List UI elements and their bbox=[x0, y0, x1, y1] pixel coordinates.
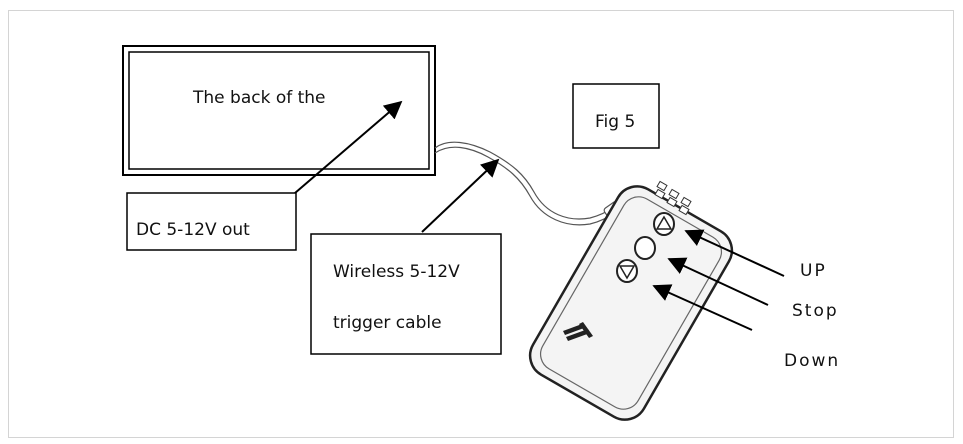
trigger-cable-label-line1: Wireless 5-12V bbox=[333, 262, 460, 282]
figure-label-box bbox=[572, 83, 660, 149]
remote-up-button[interactable] bbox=[653, 212, 675, 236]
trigger-cable-box bbox=[310, 233, 502, 355]
indicator-lights bbox=[654, 180, 692, 216]
figure-label: Fig 5 bbox=[595, 112, 636, 132]
remote-stop-button[interactable] bbox=[634, 236, 656, 260]
trigger-cable bbox=[434, 141, 619, 226]
dc-output-box bbox=[126, 192, 297, 251]
down-pointer-arrow bbox=[652, 284, 753, 331]
remote-down-button[interactable] bbox=[616, 259, 638, 283]
dc-output-label: DC 5-12V out bbox=[136, 220, 250, 240]
screen-pointer-arrow bbox=[294, 100, 403, 194]
stop-button-label: Stop bbox=[792, 301, 839, 321]
remote-control bbox=[528, 180, 734, 421]
trigger-cable-label-line2: trigger cable bbox=[333, 313, 442, 333]
down-button-label: Down bbox=[784, 351, 841, 371]
up-button-label: UP bbox=[800, 261, 827, 281]
stop-pointer-arrow bbox=[667, 257, 769, 306]
up-pointer-arrow bbox=[684, 229, 785, 277]
figure-frame bbox=[8, 10, 954, 438]
remote-logo-icon bbox=[563, 322, 593, 341]
screen-back-label: The back of the bbox=[193, 88, 326, 108]
cable-pointer-arrow bbox=[421, 158, 500, 233]
screen-back-box bbox=[122, 45, 436, 176]
